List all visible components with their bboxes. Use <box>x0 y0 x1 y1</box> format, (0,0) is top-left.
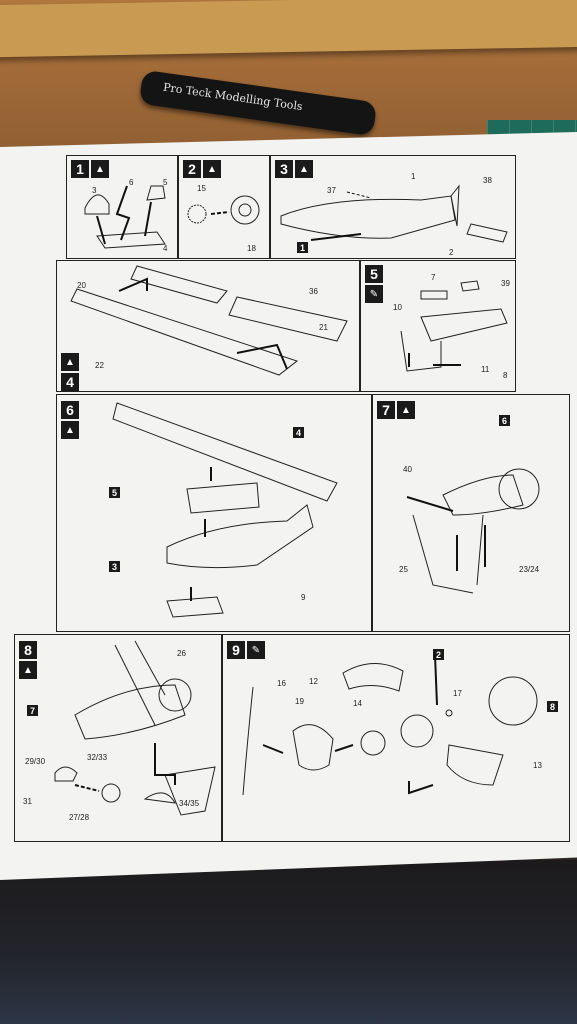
part-label: 40 <box>403 465 412 474</box>
step-number: 8 <box>19 641 37 659</box>
step-panel-9: 9 ✎ 2 8 16 12 19 14 17 13 <box>222 634 570 842</box>
part-label: 31 <box>23 797 32 806</box>
part-label: 21 <box>319 323 328 332</box>
part-label: 36 <box>309 287 318 296</box>
reference-box: 1 <box>297 242 308 253</box>
step-6-diagram <box>112 402 338 618</box>
step-panel-8: 8 ▲ 7 26 29/30 32/33 31 27/28 34/35 <box>14 634 222 842</box>
lap-background <box>0 860 577 1024</box>
part-label: 18 <box>247 244 256 253</box>
step-panel-2: 2 ▲ 15 18 <box>178 155 270 259</box>
step-number: 4 <box>61 373 79 391</box>
part-label: 14 <box>353 699 362 708</box>
part-label: 37 <box>327 186 336 195</box>
part-label: 25 <box>399 565 408 574</box>
step-5-diagram <box>400 280 508 372</box>
step-panel-4: 4 ▲ 20 36 21 22 <box>56 260 360 392</box>
wrench-icon: ✎ <box>365 285 383 303</box>
part-label: 9 <box>301 593 306 602</box>
step-number: 7 <box>377 401 395 419</box>
part-label: 12 <box>309 677 318 686</box>
step-panel-3: 3 ▲ 37 1 38 2 1 <box>270 155 516 259</box>
part-label: 8 <box>503 371 508 380</box>
step-3-diagram <box>280 184 508 243</box>
step-9-diagram <box>242 654 538 796</box>
step-7-diagram <box>406 468 540 594</box>
glue-icon: ▲ <box>397 401 415 419</box>
part-label: 39 <box>501 279 510 288</box>
part-label: 38 <box>483 176 492 185</box>
step-4-diagram <box>70 265 348 376</box>
reference-box: 7 <box>27 705 38 716</box>
part-label: 3 <box>92 186 97 195</box>
glue-icon: ▲ <box>61 353 79 371</box>
reference-box: 4 <box>293 427 304 438</box>
part-label: 19 <box>295 697 304 706</box>
reference-box: 8 <box>547 701 558 712</box>
part-label: 15 <box>197 184 206 193</box>
part-label: 23/24 <box>519 565 540 574</box>
glue-icon: ▲ <box>203 160 221 178</box>
part-label: 4 <box>163 244 168 253</box>
reference-box: 2 <box>433 649 444 660</box>
part-label: 29/30 <box>25 757 46 766</box>
part-label: 16 <box>277 679 286 688</box>
step-8-diagram <box>54 640 216 816</box>
glue-icon: ▲ <box>19 661 37 679</box>
instruction-grid: 1 ▲ 3 6 5 4 2 ▲ 15 18 <box>14 150 570 850</box>
part-label: 1 <box>411 172 416 181</box>
step-number: 5 <box>365 265 383 283</box>
part-label: 20 <box>77 281 86 290</box>
part-label: 2 <box>449 248 454 257</box>
part-label: 34/35 <box>179 799 200 808</box>
reference-box: 5 <box>109 487 120 498</box>
part-label: 27/28 <box>69 813 90 822</box>
reference-box: 6 <box>499 415 510 426</box>
glue-icon: ▲ <box>91 160 109 178</box>
step-number: 2 <box>183 160 201 178</box>
part-label: 32/33 <box>87 753 108 762</box>
reference-box: 3 <box>109 561 120 572</box>
part-label: 7 <box>431 273 436 282</box>
step-1-diagram <box>84 185 166 249</box>
step-2-diagram <box>187 195 260 225</box>
part-label: 10 <box>393 303 402 312</box>
instruction-sheet <box>0 132 577 880</box>
step-panel-7: 7 ▲ 6 40 25 23/24 <box>372 394 570 632</box>
step-panel-1: 1 ▲ 3 6 5 4 <box>66 155 178 259</box>
wrench-icon: ✎ <box>247 641 265 659</box>
part-label: 5 <box>163 178 168 187</box>
glue-icon: ▲ <box>61 421 79 439</box>
step-number: 3 <box>275 160 293 178</box>
step-number: 1 <box>71 160 89 178</box>
step-panel-6: 6 ▲ 4 5 3 9 <box>56 394 372 632</box>
step-number: 9 <box>227 641 245 659</box>
part-label: 13 <box>533 761 542 770</box>
step-number: 6 <box>61 401 79 419</box>
part-label: 22 <box>95 361 104 370</box>
glue-icon: ▲ <box>295 160 313 178</box>
part-label: 26 <box>177 649 186 658</box>
part-label: 6 <box>129 178 134 187</box>
part-label: 11 <box>481 365 490 374</box>
part-label: 17 <box>453 689 462 698</box>
step-panel-5: 5 ✎ 7 39 10 11 8 <box>360 260 516 392</box>
